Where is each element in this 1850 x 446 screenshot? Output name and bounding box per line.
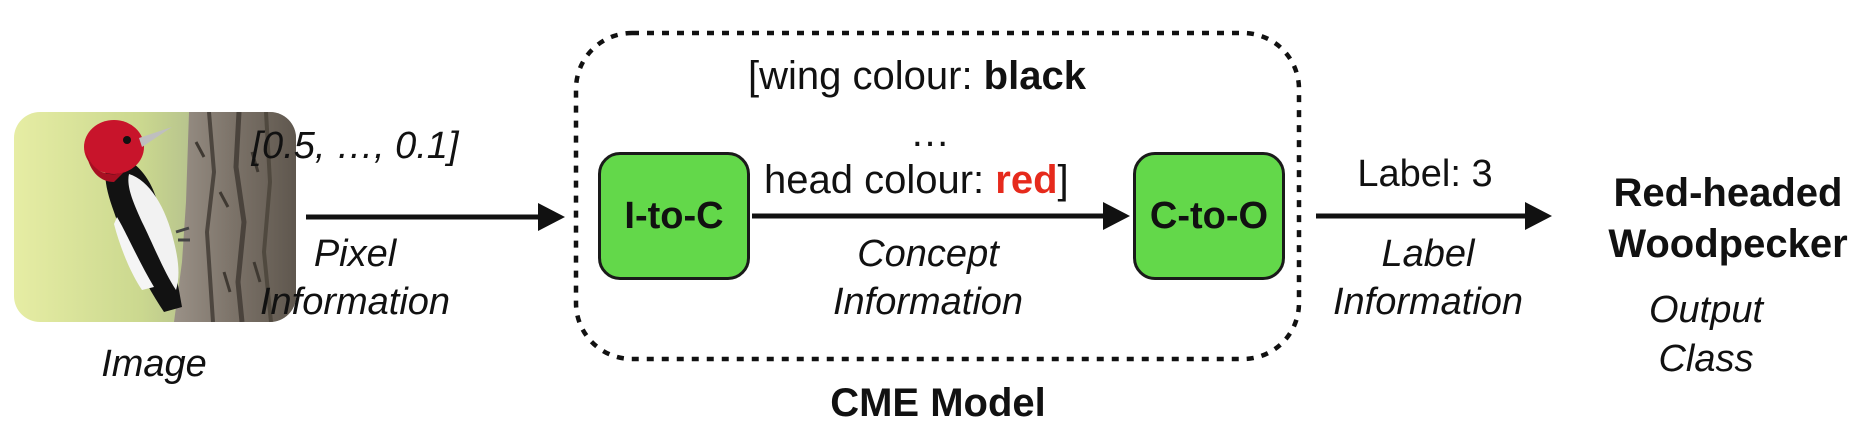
i-to-c-label: I-to-C xyxy=(624,194,724,237)
arrow-itoc-to-ctoo xyxy=(752,202,1130,230)
concept-wing-value: black xyxy=(983,54,1086,98)
output-class-line1: Red-headed xyxy=(1613,171,1843,215)
woodpecker-image xyxy=(14,112,296,322)
concept-head-line: head colour: red] xyxy=(764,160,1069,200)
image-caption: Image xyxy=(101,343,207,385)
concept-open-prefix: [wing colour: xyxy=(748,54,984,98)
concept-close-bracket: ] xyxy=(1057,158,1069,202)
label-info-line2: Information xyxy=(1332,281,1524,323)
i-to-c-box: I-to-C xyxy=(598,152,750,280)
cme-model-title: CME Model xyxy=(830,381,1046,425)
arrow-pixel-to-itoc xyxy=(306,203,565,231)
pixel-label-line2: Information xyxy=(259,281,451,323)
output-caption-line1: Output xyxy=(1648,289,1764,331)
pixel-vector: [0.5, …, 0.1] xyxy=(251,125,459,167)
concept-ellipsis: … xyxy=(910,111,950,155)
concept-wing-line: [wing colour: black xyxy=(748,56,1086,96)
concept-label-line2: Information xyxy=(832,281,1024,323)
label-info-line1: Label xyxy=(1381,233,1475,275)
concept-label-line1: Concept xyxy=(857,233,999,275)
output-caption-line2: Class xyxy=(1658,338,1754,380)
cme-model-container xyxy=(573,30,1302,362)
concept-head-prefix: head colour: xyxy=(764,158,996,202)
arrow-ctoo-to-output xyxy=(1316,202,1552,230)
output-class-line2: Woodpecker xyxy=(1608,222,1848,266)
c-to-o-label: C-to-O xyxy=(1149,194,1269,237)
concept-head-value: red xyxy=(995,158,1058,202)
label-value: Label: 3 xyxy=(1357,153,1493,195)
pixel-label-line1: Pixel xyxy=(313,233,397,275)
c-to-o-box: C-to-O xyxy=(1133,152,1285,280)
